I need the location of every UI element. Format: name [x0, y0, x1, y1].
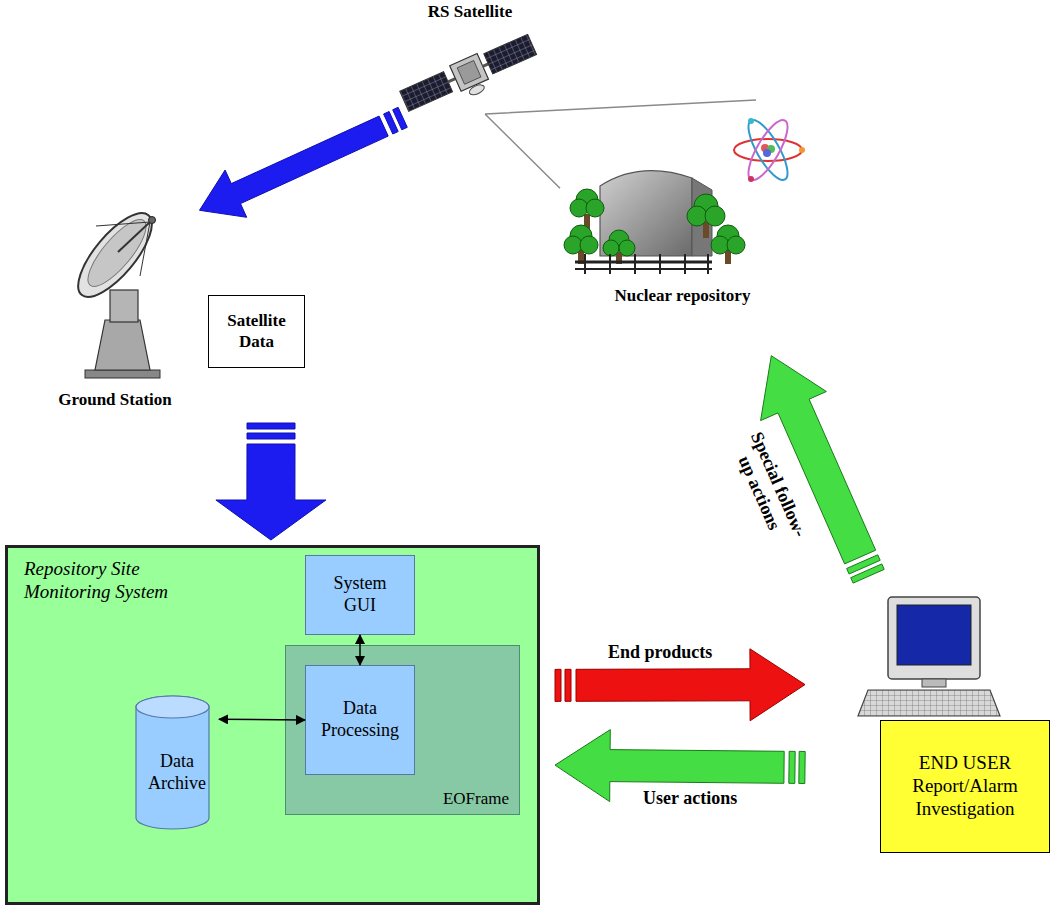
- ground-station-node: Ground Station: [35, 195, 195, 412]
- downlink-arrow: [200, 107, 408, 217]
- computer-drawing: [858, 597, 1000, 716]
- node-label: END USER Report/Alarm Investigation: [880, 720, 1050, 853]
- node-label: Data Processing: [313, 698, 408, 741]
- end-user-node: END USER Report/Alarm Investigation: [855, 590, 1052, 905]
- data-link: [360, 635, 361, 665]
- edge-label: End products: [606, 642, 714, 663]
- data-flow-arrow: [216, 423, 326, 540]
- arrow-part: [555, 730, 784, 802]
- arrow-part: [576, 649, 805, 721]
- satellite-drawing: [399, 32, 542, 123]
- cylinder-top: [136, 696, 209, 718]
- data-link: [219, 719, 305, 721]
- edge-label: User actions: [641, 788, 739, 809]
- arrow-part: [216, 444, 326, 540]
- node-label: Ground Station: [58, 390, 172, 410]
- satellite-node: RS Satellite: [395, 2, 545, 114]
- repository-drawing: [564, 115, 805, 274]
- follow-up-arrow: [761, 356, 885, 583]
- data-box: Satellite Data: [208, 295, 305, 368]
- link-line: [359, 635, 361, 665]
- arrow-part: [789, 751, 795, 783]
- process-box: Data Processing: [305, 665, 415, 775]
- arrow-part: [761, 356, 876, 564]
- link-line: [219, 719, 305, 721]
- view-cone: [485, 100, 756, 188]
- ground-station-drawing: [66, 202, 163, 378]
- arrow-part: [565, 669, 571, 701]
- node-label: RS Satellite: [428, 2, 513, 22]
- archive-cylinder: Data Archive: [135, 695, 219, 830]
- node-label: Satellite Data: [214, 311, 299, 352]
- process-box: System GUI: [305, 555, 415, 635]
- repository-node: Nuclear repository: [560, 100, 805, 310]
- node-label: Repository Site Monitoring System: [24, 558, 189, 604]
- node-label: Data Archive: [142, 731, 212, 794]
- arrow-part: [200, 116, 389, 217]
- edge-label: Special follow-up actions: [724, 422, 814, 556]
- arrow-part: [555, 669, 561, 701]
- node-label: EOFrame: [443, 789, 509, 809]
- system-frame: Repository Site Monitoring System System …: [5, 545, 540, 905]
- view-line: [485, 100, 756, 188]
- action-arrow: [555, 730, 805, 802]
- arrow-part: [247, 433, 295, 439]
- node-label: Nuclear repository: [615, 286, 751, 306]
- arrow-part: [247, 423, 295, 429]
- arrow-part: [799, 751, 805, 783]
- product-arrow: [555, 649, 805, 721]
- framework-box: EOFrame Data Processing: [285, 645, 520, 815]
- node-label: System GUI: [318, 573, 402, 616]
